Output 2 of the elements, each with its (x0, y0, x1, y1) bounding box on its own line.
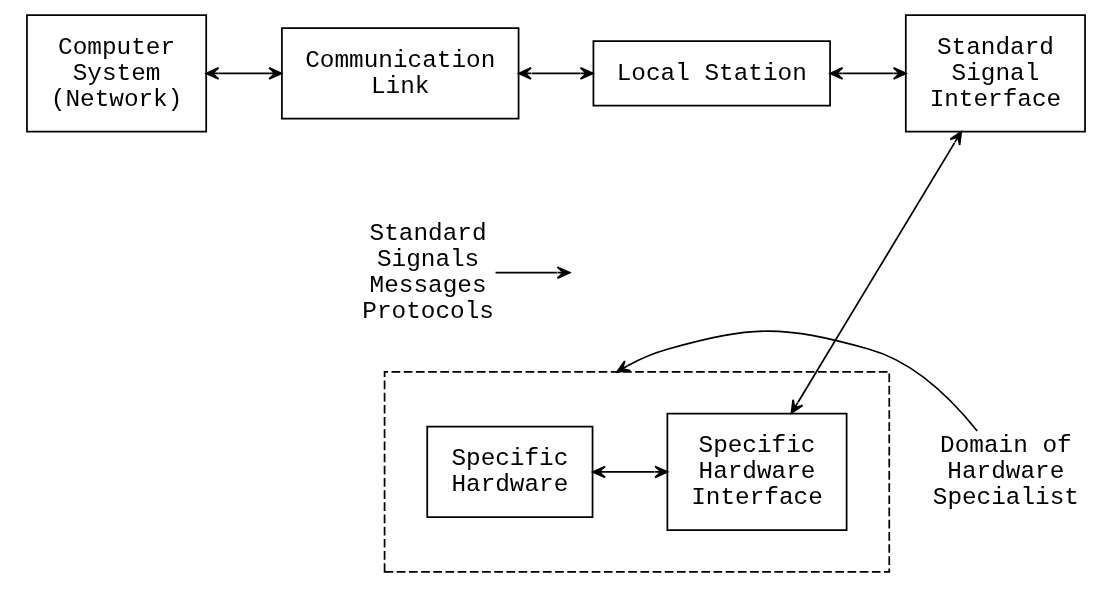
node-text: Standard Signals Messages Protocols (362, 219, 494, 326)
node-text: Domain of Hardware Specialist (932, 432, 1079, 512)
